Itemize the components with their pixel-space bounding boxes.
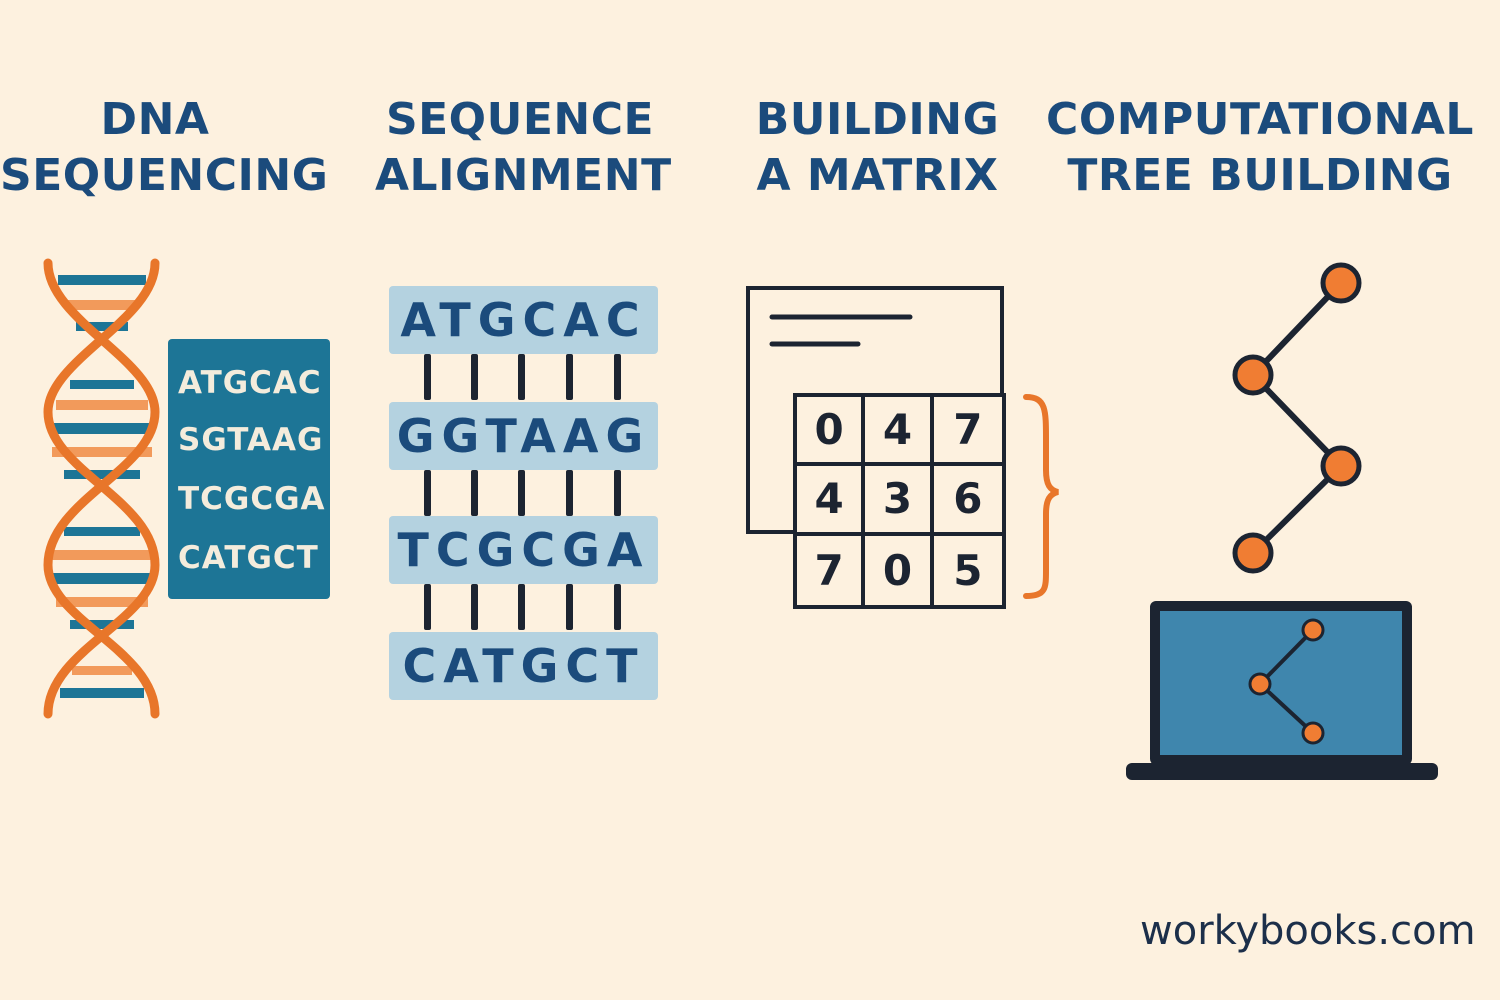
aligned-sequence: GGTAAG: [389, 402, 658, 470]
title-line: BUILDING: [755, 94, 1000, 145]
matrix-cell: 7: [933, 397, 1002, 467]
matrix-cell: 6: [933, 466, 1002, 536]
dna-sequence: SGTAAG: [178, 422, 324, 458]
laptop-tree-node: [1301, 618, 1325, 642]
title-line: COMPUTATIONAL: [1046, 94, 1474, 145]
title-line: TREE BUILDING: [1067, 150, 1453, 201]
aligned-sequence: CATGCT: [389, 632, 658, 700]
matrix-cell: 5: [953, 545, 983, 595]
matrix-cell: 4: [797, 466, 866, 536]
laptop-tree-node: [1248, 672, 1272, 696]
title-line: A MATRIX: [756, 150, 999, 201]
tree-node: [1320, 445, 1362, 487]
title-line: DNA: [100, 94, 210, 145]
tree-node: [1232, 354, 1274, 396]
matrix-cell: 0: [865, 535, 934, 605]
dna-sequence: TCGCGA: [178, 481, 326, 517]
matrix-cell: 7: [797, 535, 866, 605]
title-line: ALIGNMENT: [375, 150, 672, 201]
aligned-sequence: ATGCAC: [389, 286, 658, 354]
dna-sequence-panel: ATGCAC SGTAAG TCGCGA CATGCT: [168, 339, 330, 599]
step-title-dna-sequencing: DNA SEQUENCING: [0, 92, 329, 204]
step-title-tree-building: COMPUTATIONAL TREE BUILDING: [1040, 92, 1480, 204]
step-title-building-matrix: BUILDING A MATRIX: [745, 92, 1010, 204]
tree-node: [1320, 262, 1362, 304]
laptop-tree-node: [1301, 721, 1325, 745]
title-line: SEQUENCE: [385, 94, 655, 145]
matrix-cell: 3: [865, 466, 934, 536]
step-title-sequence-alignment: SEQUENCE ALIGNMENT: [375, 92, 672, 204]
tree-node: [1232, 532, 1274, 574]
matrix-cell: 0: [797, 397, 866, 467]
aligned-sequence: TCGCGA: [389, 516, 658, 584]
helix-rungs: [50, 275, 154, 698]
title-line: SEQUENCING: [0, 150, 329, 201]
brand-watermark: workybooks.com: [1140, 908, 1476, 954]
dna-sequence: ATGCAC: [178, 365, 322, 401]
distance-matrix: 0 4 7 4 3 6 7 0 5: [793, 393, 1006, 609]
dna-sequence: CATGCT: [178, 540, 319, 576]
matrix-cell: 4: [865, 397, 934, 467]
